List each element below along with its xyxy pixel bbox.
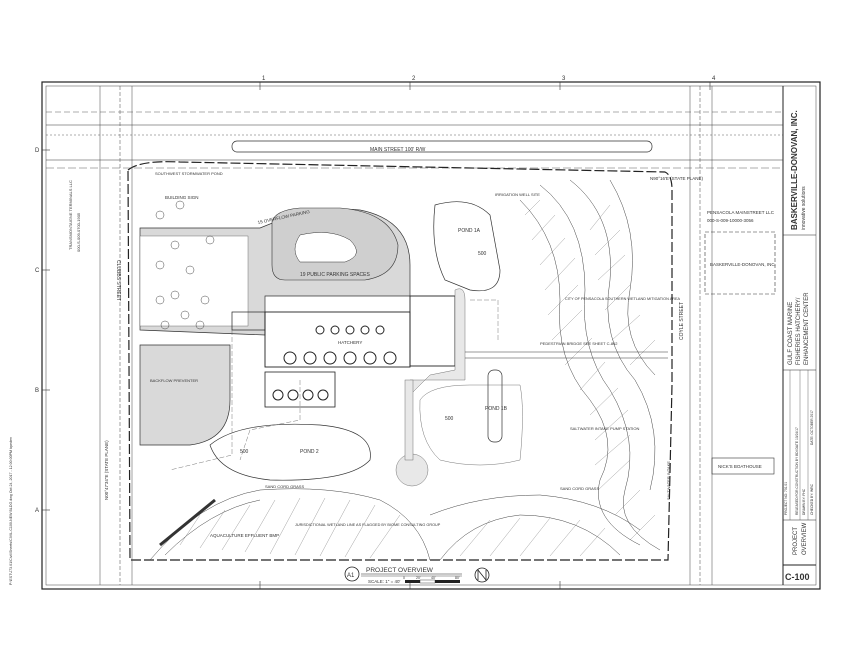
pedestrian-bridge <box>465 351 668 359</box>
grid-row-c: C <box>35 268 40 274</box>
scale-tick-40: 40' <box>431 576 436 580</box>
main-street <box>46 111 783 169</box>
hardscape-stipple <box>395 288 466 487</box>
grid-row-d: D <box>35 148 40 154</box>
existing-pond-label: SOUTHWEST STORMWATER POND <box>155 171 223 176</box>
backflow-label: BACKFLOW PREVENTER <box>150 378 198 383</box>
grid-col-1: 1 <box>262 76 266 82</box>
caption-title: PROJECT OVERVIEW <box>366 567 434 574</box>
city-wetland-label: CITY OF PENSACOLA SOUTHERN WETLAND MITIG… <box>565 297 681 301</box>
sheet-title-1: PROJECT <box>793 527 799 555</box>
firm-tag: innovative solutions <box>801 186 807 230</box>
transmontaigne-id: 000-S-009-0700-1905 <box>76 212 81 252</box>
public-parking-label: 19 PUBLIC PARKING SPACES <box>300 272 371 278</box>
pensacola-llc-label: PENSACOLA MAINSTREET LLC <box>707 210 775 215</box>
pond-1b-outer <box>419 384 523 466</box>
pond-1a-label: POND 1A <box>458 228 481 234</box>
pond-1a-shape <box>433 201 501 292</box>
project-line1: GULF COAST MARINE <box>788 302 794 365</box>
scale-tick-20: 20' <box>416 576 421 580</box>
scale-tick-0: 0 <box>403 576 405 580</box>
property-boundary <box>127 161 673 561</box>
inner-border <box>45 85 817 586</box>
sand-cord-grass-b: SAND CORD GRASS <box>560 486 599 491</box>
aquaculture-label: AQUACULTURE EFFLUENT BMP <box>210 533 279 538</box>
clubbs-street-label: CLUBBS STREET <box>115 260 121 301</box>
utility-lines <box>169 299 499 471</box>
grid-row-b: B <box>35 388 39 394</box>
checked-by: CHECKED BY: WRC <box>810 483 814 515</box>
hatchery-building <box>231 295 456 408</box>
caption-scale: SCALE: 1" = 40' <box>368 579 400 584</box>
wetland-hatching <box>149 179 661 561</box>
firm-name: BASKERVILLE-DONOVAN, INC. <box>790 110 799 230</box>
saltwater-intake-label: SALTWATER INTAKE PUMP STATION <box>570 426 640 431</box>
bearing-top-label: N90°16'E (STATE PLANE) <box>650 176 704 181</box>
pedestrian-bridge-label: PEDESTRIAN BRIDGE SEE SHEET C-802 <box>540 341 618 346</box>
sheet-title-2: OVERVIEW <box>802 522 808 555</box>
grid-row-a: A <box>35 508 39 514</box>
caption <box>344 566 490 584</box>
baskerville-parcel-label: BASKERVILLE-DONOVAN, INC. <box>710 262 776 267</box>
grid-col-2: 2 <box>412 76 416 82</box>
sand-cord-grass-a: SAND CORD GRASS <box>265 484 304 489</box>
wetland-stripes <box>179 199 656 559</box>
file-path: P:\EST\J73.01\Civil\Sheets\CIVIL-C100-NE… <box>9 437 13 585</box>
transmontaigne-label: TRANSMONTAIGNE TERMINALS LLC <box>68 180 73 250</box>
main-street-label: MAIN STREET 100' R/W <box>370 147 426 153</box>
project-no: PROJECT NO: 701.01 <box>784 482 788 515</box>
pond-1b-500: 500 <box>445 416 454 422</box>
grid-col-3: 3 <box>562 76 566 82</box>
saltwater-line-label: SALTWATER INTAKE <box>666 461 671 500</box>
bearing-left-label: N00°47'34"E (STATE PLANE) <box>104 440 109 500</box>
boathouse <box>711 457 775 475</box>
landscape-island <box>139 235 249 327</box>
pensacola-llc-id: 000-S-009-10000-3056 <box>707 218 754 223</box>
pond-2-500: 500 <box>240 449 249 455</box>
sheet-number: C-100 <box>785 572 810 582</box>
jurisdictional-label: JURISDICTIONAL WETLAND LINE AS FLAGGED B… <box>295 523 441 527</box>
caption-marker: A1 <box>347 573 355 579</box>
revision-note: RELEASED FOR CONSTRUCTION BY BDI DATE 10… <box>795 427 799 515</box>
nicks-boathouse-label: NICK'S BOATHOUSE <box>718 464 762 469</box>
pond-2-label: POND 2 <box>300 449 319 455</box>
sheet-border <box>41 81 821 590</box>
project-line3: ENHANCEMENT CENTER <box>804 292 810 365</box>
side-streets <box>99 86 713 585</box>
sheet-date: DATE: OCTOBER 2017 <box>810 410 814 445</box>
irrigation-label: IRRIGATION WELL SITE <box>495 192 540 197</box>
pond-2-shape <box>209 423 371 481</box>
coyle-street-label: COYLE STREET <box>679 302 685 340</box>
building-sign-label: BUILDING SIGN <box>165 195 199 200</box>
project-line2: FISHERIES HATCHERY/ <box>796 297 802 365</box>
scale-tick-80: 80' <box>455 576 460 580</box>
grid-col-4: 4 <box>712 76 716 82</box>
drawn-by: DRAWN BY: FHC <box>802 488 806 515</box>
tree-symbols <box>155 200 215 330</box>
effluent-pipe <box>159 498 216 547</box>
pond-1a-500: 500 <box>478 251 487 257</box>
hatchery-label: HATCHERY <box>338 340 362 345</box>
pond-1b-label: POND 1B <box>485 406 508 412</box>
pond-1b-shape <box>487 369 503 443</box>
